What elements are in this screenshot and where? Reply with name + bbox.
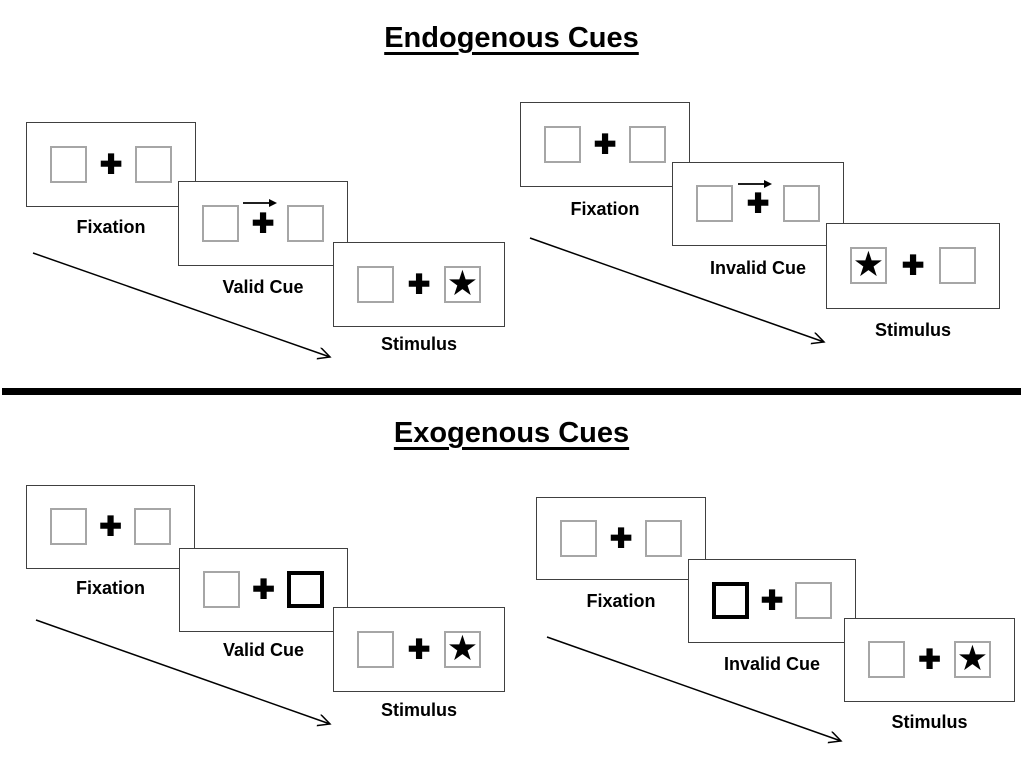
left-placeholder-box [50, 508, 87, 545]
left-placeholder-box [203, 571, 240, 608]
sequence-arrow-endogenous-valid [32, 252, 330, 357]
left-highlighted-cue-box [712, 582, 749, 619]
right-placeholder-box [939, 247, 976, 284]
sequence-arrow-exogenous-invalid [546, 636, 841, 741]
right-target-box: ★ [444, 263, 481, 303]
left-placeholder-box [202, 204, 239, 242]
section-divider [2, 388, 1021, 395]
fixation-cross: ✚ [99, 511, 122, 542]
endogenous-valid-cue-panel: ✚ [178, 181, 348, 266]
target-star-icon: ★ [446, 263, 479, 303]
right-placeholder-box [645, 519, 682, 557]
target-star-icon: ★ [852, 245, 885, 284]
frame-label: Fixation [570, 199, 640, 219]
left-placeholder-box [544, 125, 581, 163]
exogenous-invalid-fixation-panel: ✚ [536, 497, 706, 580]
right-placeholder-box [134, 508, 171, 545]
exogenous-valid-stimulus-panel: ✚ ★ [333, 607, 505, 692]
fixation-cross: ✚ [901, 250, 925, 281]
fixation-cross: ✚ [609, 523, 633, 553]
fixation-cross: ✚ [918, 644, 941, 675]
frame-label: Fixation [586, 591, 656, 611]
right-placeholder-box [287, 204, 324, 242]
left-target-box: ★ [850, 247, 887, 284]
right-placeholder-box [795, 582, 832, 619]
exogenous-section-title: Exogenous Cues [0, 417, 1023, 450]
cue-arrow-icon [738, 180, 772, 188]
frame-label: Valid Cue [222, 640, 305, 660]
frame-label: Stimulus [380, 700, 457, 720]
left-placeholder-box [357, 265, 394, 303]
sequence-arrow-endogenous-invalid [529, 237, 824, 342]
exogenous-valid-cue-panel: ✚ [179, 548, 348, 632]
frame-label: Stimulus [380, 334, 457, 354]
left-placeholder-box [560, 519, 597, 557]
exogenous-title-text: Exogenous Cues [393, 417, 630, 449]
right-placeholder-box [783, 185, 820, 222]
endogenous-valid-stimulus-panel: ✚ ★ [333, 242, 505, 327]
frame-label: Fixation [76, 217, 146, 237]
left-placeholder-box [357, 630, 394, 668]
exogenous-invalid-stimulus-panel: ✚ ★ [844, 618, 1015, 702]
endogenous-invalid-cue-panel: ✚ [672, 162, 844, 246]
right-placeholder-box [629, 125, 666, 163]
frame-label: Stimulus [891, 712, 968, 732]
endogenous-invalid-fixation-panel: ✚ [520, 102, 690, 187]
fixation-cross: ✚ [407, 634, 431, 664]
right-target-box: ★ [954, 641, 991, 678]
target-star-icon: ★ [446, 628, 479, 668]
fixation-cross: ✚ [251, 208, 275, 238]
endogenous-title-text: Endogenous Cues [384, 22, 639, 54]
fixation-cross: ✚ [593, 129, 617, 159]
endogenous-valid-fixation-panel: ✚ [26, 122, 196, 207]
right-target-box: ★ [444, 628, 481, 668]
right-placeholder-box [135, 145, 172, 183]
frame-label: Invalid Cue [723, 654, 821, 674]
left-placeholder-box [50, 145, 87, 183]
fixation-cross: ✚ [407, 269, 431, 299]
endogenous-section-title: Endogenous Cues [0, 22, 1023, 55]
exogenous-invalid-cue-panel: ✚ [688, 559, 856, 643]
fixation-cross: ✚ [760, 585, 784, 616]
endogenous-invalid-stimulus-panel: ★ ✚ [826, 223, 1000, 309]
frame-label: Valid Cue [222, 277, 304, 297]
fixation-cross: ✚ [746, 188, 770, 219]
fixation-cross: ✚ [99, 149, 123, 179]
sequence-arrow-exogenous-valid [35, 619, 330, 724]
fixation-cross: ✚ [252, 574, 275, 605]
exogenous-valid-fixation-panel: ✚ [26, 485, 195, 569]
right-highlighted-cue-box [287, 571, 324, 608]
frame-label: Stimulus [874, 320, 951, 340]
frame-label: Fixation [75, 578, 145, 598]
cue-arrow-icon [243, 199, 277, 207]
target-star-icon: ★ [956, 639, 989, 678]
frame-label: Invalid Cue [709, 258, 807, 278]
left-placeholder-box [696, 185, 733, 222]
left-placeholder-box [868, 641, 905, 678]
